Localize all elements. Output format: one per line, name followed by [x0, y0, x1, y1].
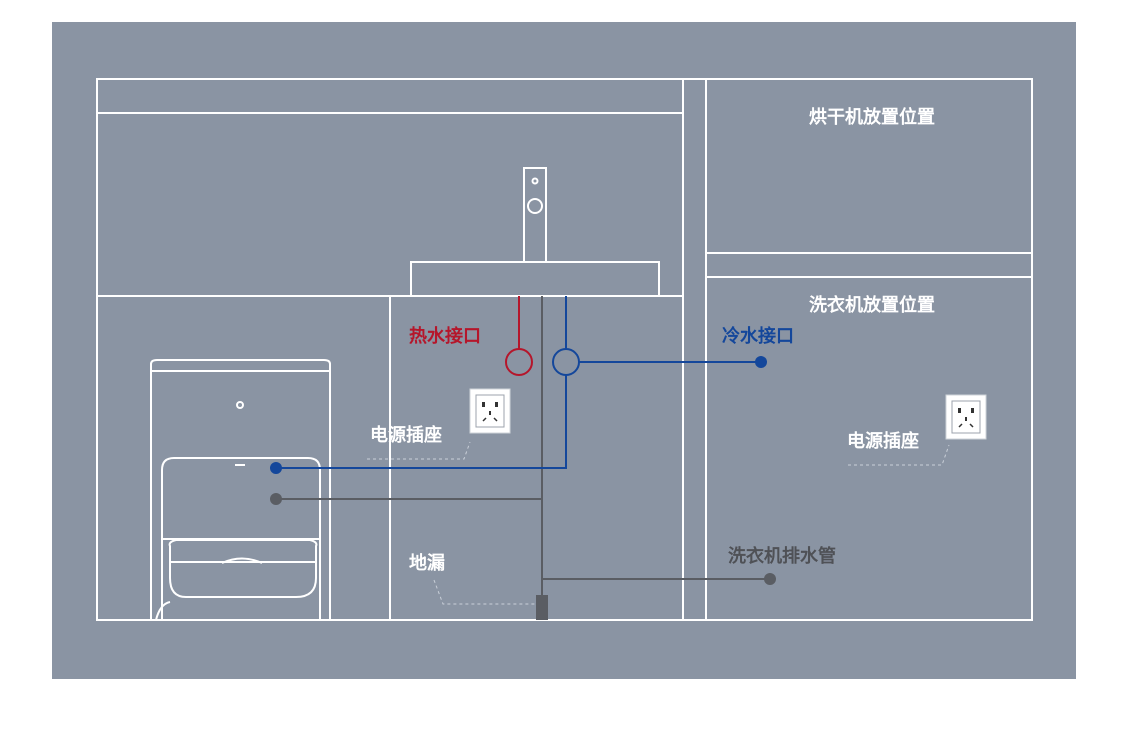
diagram-canvas: 烘干机放置位置 洗衣机放置位置 热水接口 冷水接口 电源插座 电源插座 地漏 洗… [52, 22, 1076, 679]
label-power-socket-left: 电源插座 [370, 424, 442, 446]
socket-left-icon [469, 388, 511, 434]
leader-socket-right [848, 444, 950, 466]
leader-lines [367, 441, 950, 605]
cold-water-to-robot [276, 375, 567, 469]
diagram-background [52, 22, 1076, 679]
label-floor-drain: 地漏 [409, 552, 445, 574]
robot-water-dot [270, 462, 282, 474]
drain-pipes [276, 296, 770, 606]
label-washer-position: 洗衣机放置位置 [809, 294, 935, 316]
right-cabinet-frame [705, 78, 1033, 621]
cold-water-lines [276, 296, 761, 469]
cold-water-inlet-dot [755, 356, 767, 368]
label-power-socket-right: 电源插座 [847, 430, 919, 452]
label-cold-water-inlet: 冷水接口 [722, 325, 794, 347]
label-dryer-position: 烘干机放置位置 [809, 106, 935, 128]
robot-vacuum-base-station-icon [150, 359, 331, 621]
robot-drain-dot [270, 493, 282, 505]
hot-water-inlet-icon [505, 296, 533, 376]
socket-right-icon [945, 394, 987, 440]
label-hot-water-inlet: 热水接口 [409, 325, 481, 347]
layout-diagram: 烘干机放置位置 洗衣机放置位置 热水接口 冷水接口 电源插座 电源插座 地漏 洗… [52, 22, 1076, 679]
leader-floor-drain [433, 579, 536, 605]
leader-socket-left [367, 441, 471, 460]
floor-drain-icon [536, 595, 548, 620]
washer-drain-dot [764, 573, 776, 585]
label-washer-drain-pipe: 洗衣机排水管 [728, 545, 836, 567]
sink-basin [410, 261, 660, 297]
